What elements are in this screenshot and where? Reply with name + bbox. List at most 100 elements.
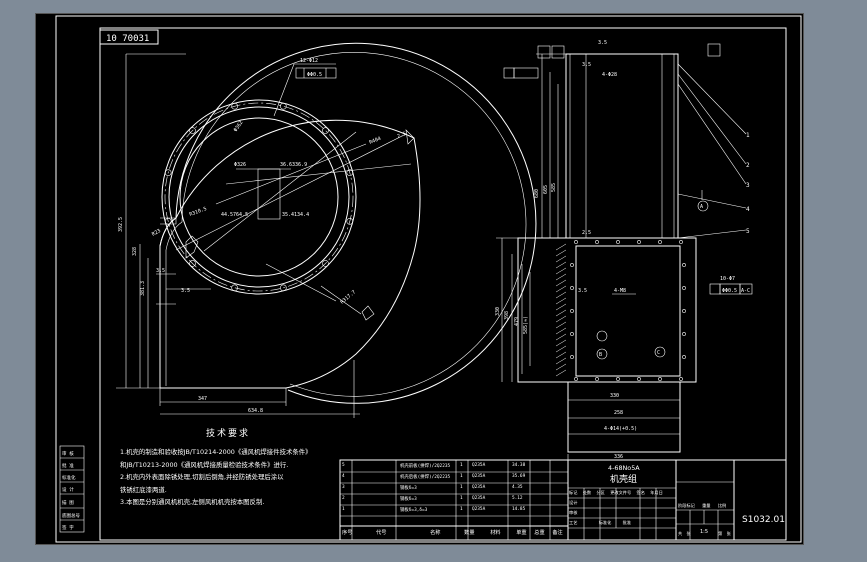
hatch-line [555,249,567,257]
side-lower [567,381,681,453]
hatch-line [555,351,567,359]
title-labels: 标记 处数 分区 更改文件号 签名 年月日 设计 审核 工艺 标准化 批准 [569,488,663,528]
dim-label: 4-M8 [614,288,626,294]
flange-hole [682,355,686,359]
section-hatch [555,243,567,377]
hatch-line [555,297,567,305]
hatch-line [555,291,567,299]
front-dims: 12-Φ12 ΦΦ0.5 Φ362 R404 2.5 Φ326 R310.5 3… [118,58,407,414]
dim-label: R317.7 [339,289,357,305]
bom-header-cell: 单重 [516,530,527,536]
tb-label: 批准 [622,520,632,525]
hatch-line [555,327,567,335]
tb-label: 审核 [569,510,578,515]
flange-hole [616,377,620,381]
flange-hole [637,240,641,244]
hatch-line [555,315,567,323]
dim-label: R404 [369,136,382,146]
flange-hole [595,377,599,381]
flange-hole [682,332,686,336]
tech-req-line: 和JB/T10213-2000《通风机焊接质量检验技术条件》进行. [120,460,289,469]
dim-label: 10-Φ7 [720,276,735,282]
bom-cell: 机壳前板(拼焊)/2Q2235 [400,464,451,469]
dim-label: R23 [151,228,162,238]
dim-label: Φ326 [234,162,246,168]
bom-cell: 钢板δ=3,δ=3 [400,508,428,513]
bom-cell: 钢板δ=3 [400,497,417,502]
dim-label: R310.5 [189,206,208,218]
bolt-holes [164,102,354,292]
dim-label: 680 [534,189,540,198]
bom-cell: 钢板δ=3 [400,486,417,491]
dim-label: 2.5 [397,131,408,140]
bom-cell: Q235A [472,507,486,512]
bolt-hole [322,127,329,134]
bom-header-cell: 材料 [490,530,501,536]
flange-hole [682,309,686,313]
flange-hole [570,309,574,313]
dim-label: 392.5 [118,217,124,232]
hatch-line [555,261,567,269]
tb-label: 标准化 [598,520,612,525]
hatch-line [555,357,567,365]
datum-label: A [700,204,703,210]
hatch-line [555,321,567,329]
hatch-line [555,333,567,341]
flange-hole [570,263,574,267]
flange-hole [595,240,599,244]
flange-hole [679,240,683,244]
flange-holes [570,240,686,381]
dim-label: 3.5 [598,40,607,46]
bom-cell: 5.12 [512,496,523,501]
flange-hole [570,355,574,359]
bolt-hole [346,169,354,176]
balloon-label: 2 [746,162,750,169]
bolt-hole [164,169,172,176]
scroll-outline [159,119,421,389]
dim-label: 398 [504,311,510,320]
tech-req-heading: 技术要求 [206,429,251,439]
subtitle: 4-68No5A [608,464,640,472]
bolt-hole [280,102,287,110]
bolt-hole [231,284,238,292]
hatch-line [555,273,567,281]
bom-cell: 3 [342,485,345,490]
dim-label: 4-Φ14(+0.5) [604,426,637,432]
dim-label: Φ362 [233,120,245,133]
hatch-line [555,309,567,317]
bom-header-cell: 名称 [430,530,441,536]
bom-header-cell: 备注 [552,530,563,536]
bom-cell: 4.35 [512,485,523,490]
dim-label: 12-Φ12 [300,58,318,64]
flange-hole [658,240,662,244]
dim-label: 330 [495,307,501,316]
tb-label: 设计 [569,500,578,505]
inlet-ring [168,106,350,288]
dim-label: 3.5 [582,62,591,68]
tb-label: 标记 [569,490,578,495]
dim-label: 585 [551,183,557,192]
bom-cell: 1 [460,496,463,501]
title: 机壳组 [610,475,638,485]
strip-label: 描 图 [62,499,74,506]
bom-cell: 4 [342,474,345,479]
dim-label: ΦΦ0.5 [307,72,322,78]
dim-label: 258 [614,410,623,416]
inlet-flange [161,99,357,295]
bolt-hole [346,218,354,225]
bom-cell: 14.85 [512,507,526,512]
title-block [339,459,787,541]
left-strip: 审 核 批 准 标准化 设 计 描 图 底图总号 签 字 [59,445,85,533]
dim-label: 44.5764.5 [221,212,248,218]
side-view [496,43,753,464]
dim-label: 3.5 [181,288,190,294]
flange-hole [616,240,620,244]
bom-header: 序号 代号 名称 数量 材料 单重 总重 备注 [342,527,563,539]
tb-label: 工艺 [569,520,578,525]
dim-label: 3.5 [156,268,165,274]
frame-code: 10 70031 [106,34,149,44]
side-upper [565,53,679,239]
casing-offset [165,52,527,397]
tb-label: 分区 [596,490,605,495]
